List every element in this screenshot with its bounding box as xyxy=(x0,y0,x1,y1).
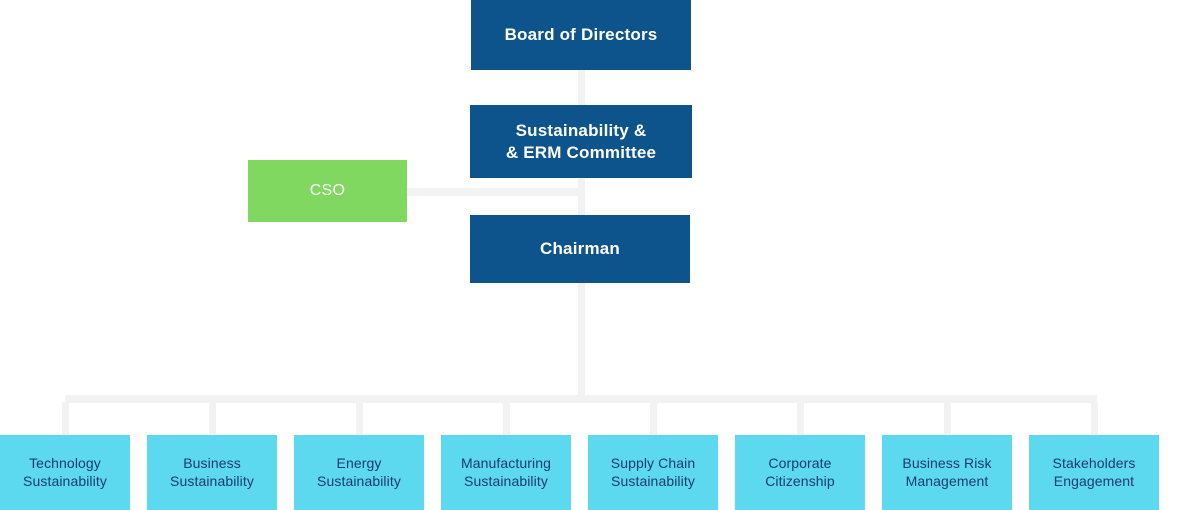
connector-board-to-committee xyxy=(578,70,585,106)
node-unit-label-line-1: Business xyxy=(183,454,241,471)
node-board-of-directors[interactable]: Board of Directors xyxy=(471,0,691,70)
node-chairman[interactable]: Chairman xyxy=(470,215,690,283)
connector-cso-to-trunk xyxy=(407,188,585,196)
node-unit-label-line-2: Management xyxy=(905,472,989,489)
node-unit-label-line-1: Supply Chain xyxy=(610,454,696,471)
node-unit-label-line-1: Manufacturing xyxy=(460,454,552,471)
node-unit-label-line-2: Sustainability xyxy=(23,472,107,489)
node-unit-label-line-1: Corporate xyxy=(768,454,832,471)
node-unit-label-line-1: Stakeholders xyxy=(1052,454,1136,471)
node-sustainability-erm-committee[interactable]: Sustainability && ERM Committee xyxy=(470,105,692,178)
node-chairman-label: Chairman xyxy=(539,239,620,259)
connector-unit-stem xyxy=(502,402,510,435)
committee-line-1: Sustainability & xyxy=(515,120,647,140)
connector-unit-stem xyxy=(355,402,363,435)
node-unit-label-line-2: Sustainability xyxy=(611,472,695,489)
connector-chairman-to-bus xyxy=(578,283,585,396)
node-unit-label-line-2: Engagement xyxy=(1053,472,1135,489)
connector-unit-stem xyxy=(943,402,951,435)
connector-unit-stem xyxy=(796,402,804,435)
node-unit-label-line-1: Business Risk xyxy=(902,454,992,471)
node-cso-label: CSO xyxy=(309,181,346,199)
node-unit-label-line-1: Technology xyxy=(29,454,101,471)
node-unit-label-line-2: Citizenship xyxy=(765,472,835,489)
connector-horizontal-bus xyxy=(65,395,1097,403)
node-sustainability-erm-committee-label: Sustainability && ERM Committee xyxy=(506,120,656,164)
connector-committee-to-chairman xyxy=(578,178,585,216)
connector-unit-stem xyxy=(208,402,216,435)
node-board-of-directors-label: Board of Directors xyxy=(504,25,658,45)
node-unit-label-line-2: Sustainability xyxy=(170,472,254,489)
connector-unit-stem xyxy=(649,402,657,435)
node-cso[interactable]: CSO xyxy=(248,160,407,222)
node-unit-label-line-1: Energy xyxy=(336,454,382,471)
connector-unit-stem xyxy=(1090,402,1098,435)
committee-line-2: & ERM Committee xyxy=(505,142,657,162)
connector-unit-stem xyxy=(61,402,69,435)
node-unit-label-line-2: Sustainability xyxy=(317,472,401,489)
node-unit-label-line-2: Sustainability xyxy=(464,472,548,489)
